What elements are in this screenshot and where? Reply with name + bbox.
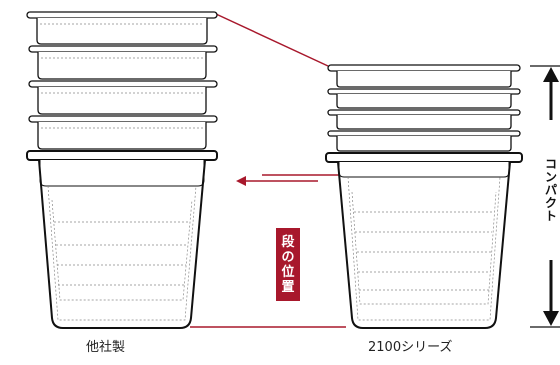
left-stacked-container-1 — [26, 11, 218, 45]
left-stacked-container-2 — [28, 45, 218, 80]
right-base-container — [325, 152, 523, 329]
right-caption: 2100シリーズ — [368, 340, 453, 355]
top-connector-line — [215, 13, 329, 67]
compact-char: パ — [544, 182, 557, 197]
badge-char: 位 — [281, 264, 295, 280]
right-stacked-container-3 — [327, 109, 521, 130]
compact-char: ン — [544, 169, 557, 184]
left-base-container — [26, 150, 218, 329]
left-caption: 他社製 — [86, 340, 126, 355]
compact-char: ク — [544, 195, 557, 210]
badge-char: の — [281, 249, 295, 265]
left-container-stack — [26, 11, 218, 329]
compact-char: コ — [544, 156, 557, 171]
connector-lines — [190, 13, 346, 328]
step-position-badge: 段 の 位 置 — [276, 228, 300, 301]
left-stacked-container-3 — [28, 80, 218, 115]
compact-label: コ ン パ ク ト — [543, 120, 559, 260]
badge-char: 置 — [281, 279, 295, 295]
right-container-stack — [325, 64, 523, 329]
right-stacked-container-1 — [327, 64, 521, 88]
right-stacked-container-2 — [327, 88, 521, 109]
badge-char: 段 — [281, 234, 295, 250]
left-stacked-container-4 — [28, 115, 218, 150]
right-stacked-container-4 — [327, 130, 521, 152]
compact-char: ト — [544, 208, 557, 223]
